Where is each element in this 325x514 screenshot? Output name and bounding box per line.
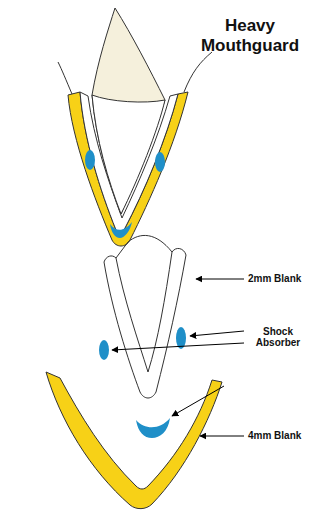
part-label: 2mm Blank xyxy=(248,273,301,285)
diagram-title: Heavy Mouthguard xyxy=(195,16,305,55)
shock-absorber xyxy=(99,340,109,360)
shock-absorber xyxy=(110,222,132,238)
shock-absorber xyxy=(85,150,95,170)
gum-line xyxy=(184,52,212,92)
leader-arrow xyxy=(190,331,244,336)
part-label: 4mm Blank xyxy=(248,430,301,442)
inner-blank xyxy=(80,92,178,235)
shock-absorber xyxy=(155,152,165,172)
tooth-crown xyxy=(92,95,165,214)
tooth xyxy=(92,8,165,214)
leader-arrow xyxy=(112,343,244,350)
outer-blank xyxy=(68,92,188,246)
shock-absorber xyxy=(136,418,170,438)
2mm-blank xyxy=(116,235,172,258)
leader-arrow xyxy=(196,279,244,280)
2mm-blank xyxy=(104,248,186,398)
leader-arrow xyxy=(172,386,224,416)
4mm-blank xyxy=(46,372,222,509)
leader-arrow xyxy=(200,436,244,437)
part-label: Shock Absorber xyxy=(248,326,308,349)
gum-line xyxy=(58,62,72,94)
